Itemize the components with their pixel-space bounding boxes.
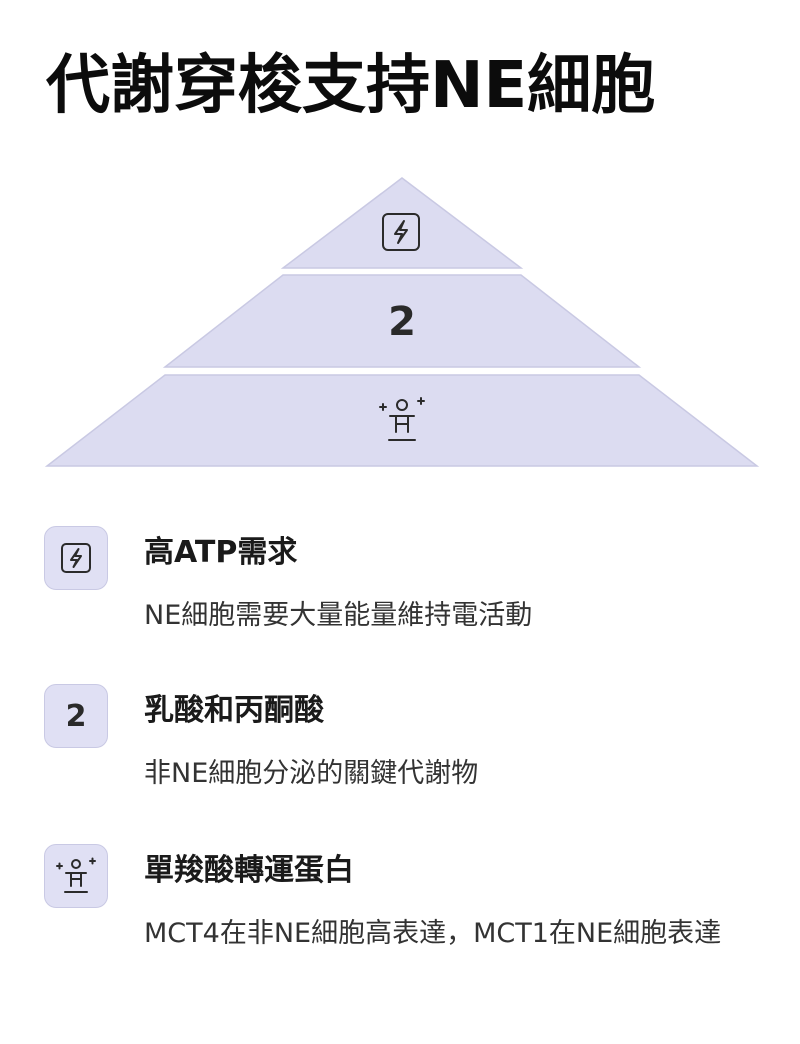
pyramid-tier-middle: 2 — [162, 274, 642, 368]
person-sparkle-icon — [56, 857, 96, 893]
person-sparkle-icon — [379, 397, 425, 441]
legend-item-description: NE細胞需要大量能量維持電活動 — [144, 600, 533, 631]
legend-badge-mct — [44, 844, 108, 908]
legend-item-description: 非NE細胞分泌的關鍵代謝物 — [144, 758, 479, 789]
legend-item-title: 高ATP需求 — [144, 535, 298, 570]
legend-item-title: 單羧酸轉運蛋白 — [144, 853, 354, 888]
pyramid-diagram: 2 — [44, 177, 760, 467]
legend-badge-atp — [44, 526, 108, 590]
pyramid-tier-bottom — [44, 374, 760, 467]
legend-item-description: MCT4在非NE細胞高表達，MCT1在NE細胞表達 — [144, 918, 722, 949]
lightning-icon — [382, 213, 420, 251]
page-title: 代謝穿梭支持NE細胞 — [46, 49, 656, 123]
pyramid-tier-top — [280, 177, 524, 269]
legend-badge-lactate: 2 — [44, 684, 108, 748]
legend-item-title: 乳酸和丙酮酸 — [144, 693, 324, 728]
pyramid-tier-number: 2 — [388, 299, 416, 345]
legend-badge-number: 2 — [65, 698, 87, 734]
lightning-icon — [61, 543, 91, 573]
